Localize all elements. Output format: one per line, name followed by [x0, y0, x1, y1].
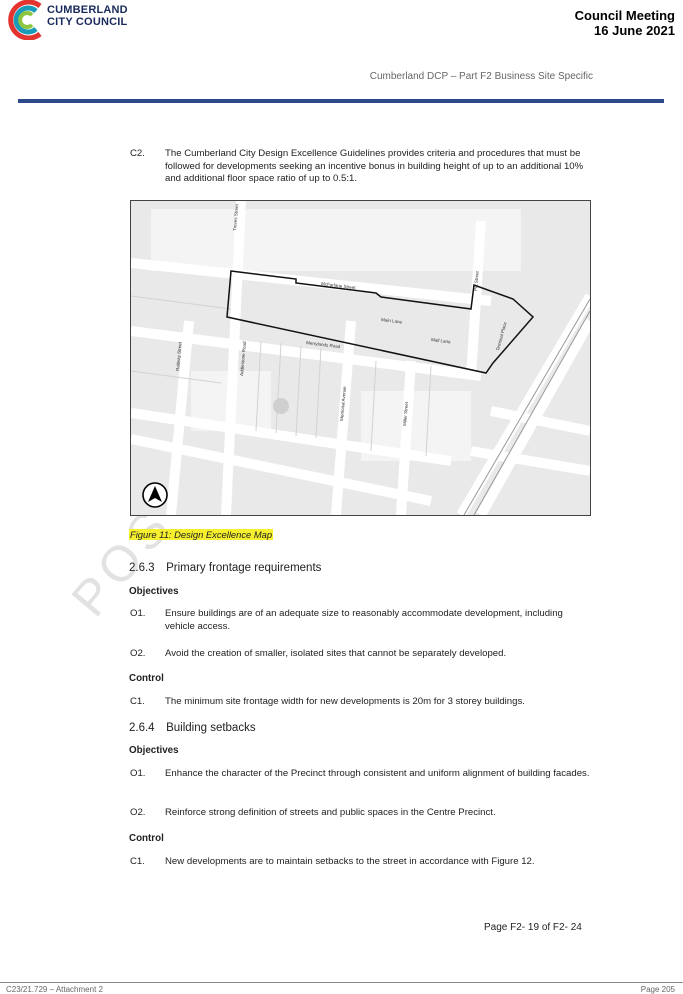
c2-text: The Cumberland City Design Excellence Gu… — [165, 148, 584, 184]
o1-label-264: O1. — [130, 768, 146, 779]
logo-line-2: CITY COUNCIL — [47, 16, 128, 28]
logo-mark-icon — [8, 0, 42, 41]
north-arrow-icon — [141, 481, 169, 509]
o2-text-263: Avoid the creation of smaller, isolated … — [165, 648, 507, 659]
precinct-boundary — [226, 270, 535, 374]
logo-line-1: CUMBERLAND — [47, 4, 128, 16]
o1-text-263: Ensure buildings are of an adequate size… — [165, 608, 563, 632]
o1-text-264: Enhance the character of the Precinct th… — [165, 768, 590, 779]
c1-text-264: New developments are to maintain setback… — [165, 856, 535, 867]
svg-text:Miller Street: Miller Street — [402, 401, 409, 426]
objectives-label-263: Objectives — [129, 586, 179, 597]
svg-text:Main Lane: Main Lane — [381, 317, 403, 325]
meeting-date: 16 June 2021 — [594, 23, 675, 38]
control-label-264: Control — [129, 833, 164, 844]
svg-text:Treves Street: Treves Street — [232, 203, 239, 231]
svg-text:Mall Lane: Mall Lane — [431, 337, 451, 344]
figure-caption: Figure 11: Design Excellence Map — [129, 529, 274, 540]
c1-text-263: The minimum site frontage width for new … — [165, 696, 525, 707]
heading-2-6-3: 2.6.3 Primary frontage requirements — [129, 562, 322, 574]
svg-text:Addlestone Road: Addlestone Road — [239, 341, 247, 376]
meeting-title: Council Meeting — [574, 8, 675, 23]
footer-reference: C23/21.729 – Attachment 2 — [6, 985, 103, 994]
o1-label-263: O1. — [130, 608, 146, 619]
svg-text:Pitt Street: Pitt Street — [473, 270, 480, 291]
svg-text:McFarlane Street: McFarlane Street — [321, 281, 357, 290]
meeting-info: Council Meeting 16 June 2021 — [575, 8, 675, 38]
map-graphic: McFarlane Street Merrylands Road Main La… — [131, 201, 590, 515]
svg-text:Merrylands Road: Merrylands Road — [306, 340, 341, 349]
design-excellence-map: McFarlane Street Merrylands Road Main La… — [130, 200, 591, 516]
svg-text:Memorial Avenue: Memorial Avenue — [339, 386, 347, 421]
logo-name: CUMBERLAND CITY COUNCIL — [47, 4, 128, 28]
objectives-label-264: Objectives — [129, 745, 179, 756]
svg-text:Railway Street: Railway Street — [175, 341, 183, 371]
c2-label: C2. — [130, 148, 145, 159]
header-divider — [18, 99, 664, 103]
c1-label-264: C1. — [130, 856, 145, 867]
council-logo — [0, 0, 48, 41]
c1-label-263: C1. — [130, 696, 145, 707]
footer-divider — [0, 982, 683, 983]
footer-page: Page 205 — [640, 985, 675, 994]
o2-text-264: Reinforce strong definition of streets a… — [165, 807, 496, 818]
page-number: Page F2- 19 of F2- 24 — [484, 922, 582, 933]
heading-2-6-4: 2.6.4 Building setbacks — [129, 722, 256, 734]
control-label-263: Control — [129, 673, 164, 684]
o2-label-264: O2. — [130, 807, 146, 818]
document-title: Cumberland DCP – Part F2 Business Site S… — [369, 71, 593, 82]
o2-label-263: O2. — [130, 648, 146, 659]
